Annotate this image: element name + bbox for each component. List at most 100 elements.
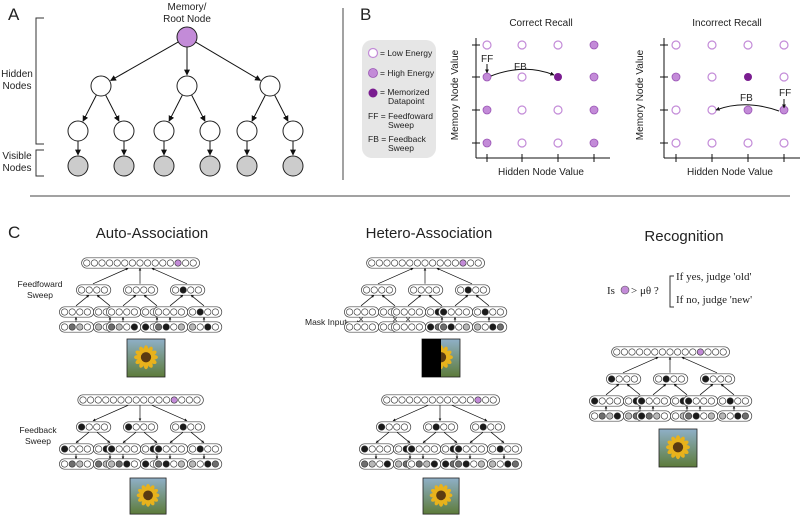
unit-node	[375, 259, 383, 267]
visible-node	[282, 155, 304, 177]
unit-node	[681, 348, 689, 356]
legend-low-energy-marker	[367, 47, 379, 59]
unit-node	[606, 397, 614, 405]
unit-node	[83, 460, 91, 468]
unit-node	[620, 348, 628, 356]
unit-node	[741, 397, 749, 405]
energy-dot-low	[707, 72, 717, 82]
unit-node	[391, 259, 399, 267]
unit-node	[383, 445, 391, 453]
unit-node	[211, 460, 219, 468]
energy-dot-low	[517, 138, 527, 148]
unit-node	[430, 460, 438, 468]
tree-edge	[168, 94, 183, 122]
panel-b: B = Low Energy = High Energy = Memorized…	[360, 5, 800, 178]
unit-node	[421, 396, 429, 404]
unit-node	[440, 323, 448, 331]
petal	[143, 345, 149, 354]
unit-node	[700, 397, 708, 405]
legend-high-energy-marker	[368, 68, 378, 78]
energy-dot-low	[517, 105, 527, 115]
petal	[681, 444, 690, 450]
unit-node	[421, 259, 429, 267]
tree-edge	[274, 94, 289, 122]
unit-node	[211, 308, 219, 316]
unit-node	[109, 396, 117, 404]
unit-node	[172, 423, 180, 431]
unit-node	[170, 396, 178, 404]
correct-recall-title: Correct Recall	[509, 18, 572, 29]
petal	[444, 493, 453, 498]
petal	[145, 483, 151, 492]
unit-node	[136, 259, 144, 267]
tree-edge	[82, 94, 97, 122]
net-edge	[151, 404, 188, 422]
legend-memorized-marker	[368, 88, 378, 98]
unit-node	[130, 460, 138, 468]
unit-node	[121, 259, 129, 267]
visible-label-1: Visible	[2, 151, 32, 162]
unit-node	[393, 308, 401, 316]
net-edge	[96, 431, 111, 444]
petal	[151, 488, 159, 495]
unit-node	[178, 396, 186, 404]
unit-node	[68, 323, 76, 331]
incorrect-fb-arrow	[715, 104, 780, 112]
net-edge	[122, 294, 137, 307]
unit-node	[479, 286, 487, 294]
unit-node	[132, 286, 140, 294]
unit-node	[455, 445, 463, 453]
unit-node	[376, 460, 384, 468]
unit-node	[100, 286, 108, 294]
unit-node	[489, 396, 497, 404]
unit-node	[653, 397, 661, 405]
petal	[444, 350, 452, 357]
unit-node	[489, 445, 497, 453]
unit-node	[68, 308, 76, 316]
unit-node	[481, 323, 489, 331]
unit-node	[447, 323, 455, 331]
unit-node	[408, 308, 416, 316]
panel-b-letter: B	[360, 5, 371, 24]
energy-dot-high	[482, 105, 492, 115]
unit-node	[196, 323, 204, 331]
unit-node	[61, 323, 69, 331]
unit-node	[636, 348, 644, 356]
net-edge	[169, 431, 184, 444]
unit-node	[123, 460, 131, 468]
unit-node	[93, 423, 101, 431]
auto-fb-network	[59, 394, 223, 470]
net-edge	[396, 431, 411, 444]
unit-node	[108, 460, 116, 468]
unit-node	[170, 308, 178, 316]
panel-a: A Memory/ Root Node Hidden Nodes Visible…	[1, 2, 304, 177]
unit-node	[662, 375, 670, 383]
unit-node	[98, 259, 106, 267]
unit-node	[115, 445, 123, 453]
hidden-node	[67, 120, 89, 142]
net-edge	[75, 431, 90, 444]
unit-node	[95, 323, 103, 331]
ff-sweep-label-2: Sweep	[27, 290, 53, 300]
energy-dot-high	[482, 72, 492, 82]
unit-node	[685, 397, 693, 405]
unit-node	[415, 308, 423, 316]
petal	[151, 493, 160, 498]
unit-node	[462, 460, 470, 468]
unit-node	[189, 460, 197, 468]
petal	[675, 435, 681, 444]
unit-node	[643, 348, 651, 356]
mask-cross: ×	[358, 315, 363, 325]
energy-dot-low	[553, 105, 563, 115]
unit-node	[76, 308, 84, 316]
unit-node	[363, 286, 371, 294]
unit-node	[413, 259, 421, 267]
unit-node	[442, 460, 450, 468]
unit-node	[406, 396, 414, 404]
correct-ff-label: FF	[481, 54, 493, 65]
unit-node	[451, 396, 459, 404]
unit-node	[185, 396, 193, 404]
unit-node	[378, 423, 386, 431]
unit-node	[132, 423, 140, 431]
petal	[434, 485, 440, 493]
